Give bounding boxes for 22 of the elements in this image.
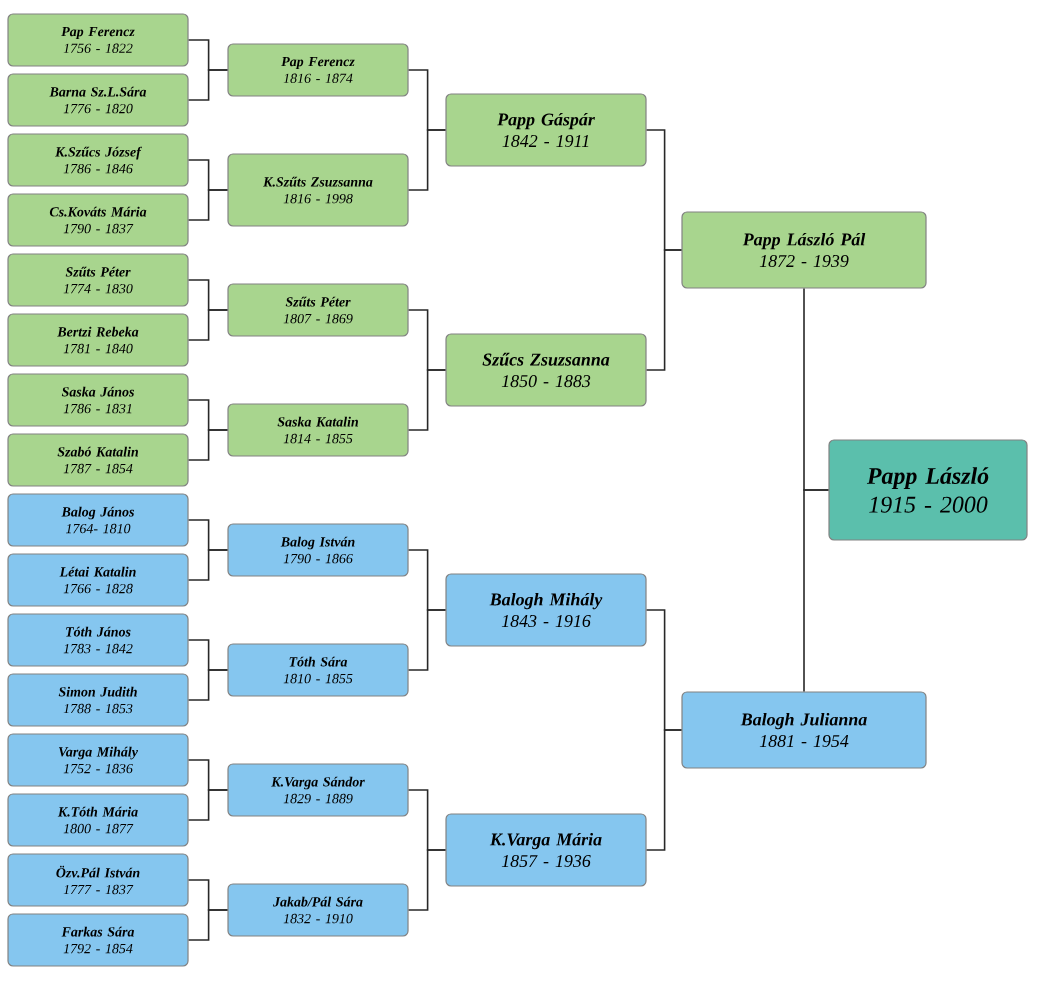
connector-line (187, 309, 229, 341)
person-box: Balogh Julianna 1881 - 1954 (681, 691, 927, 769)
person-box: Papp László Pál 1872 - 1939 (681, 211, 927, 289)
person-box: Balogh Mihály 1843 - 1916 (445, 573, 647, 647)
person-box: Papp Gáspár 1842 - 1911 (445, 93, 647, 167)
connector-line (645, 729, 683, 851)
connector-line (645, 249, 683, 371)
person-box: Szűcs Zsuzsanna 1850 - 1883 (445, 333, 647, 407)
connector-line (187, 549, 229, 581)
connector-line (407, 369, 447, 431)
connector-line (187, 789, 229, 821)
connector-line (407, 609, 447, 671)
connector-line (187, 189, 229, 221)
connector-line (407, 849, 447, 911)
connector-line (803, 489, 830, 693)
connector-line (187, 909, 229, 941)
person-box: K.Varga Mária 1857 - 1936 (445, 813, 647, 887)
connector-line (187, 69, 229, 101)
connector-line (187, 669, 229, 701)
connector-line (187, 429, 229, 461)
connector-line (407, 129, 447, 191)
person-box: Papp László 1915 - 2000 (828, 439, 1028, 541)
